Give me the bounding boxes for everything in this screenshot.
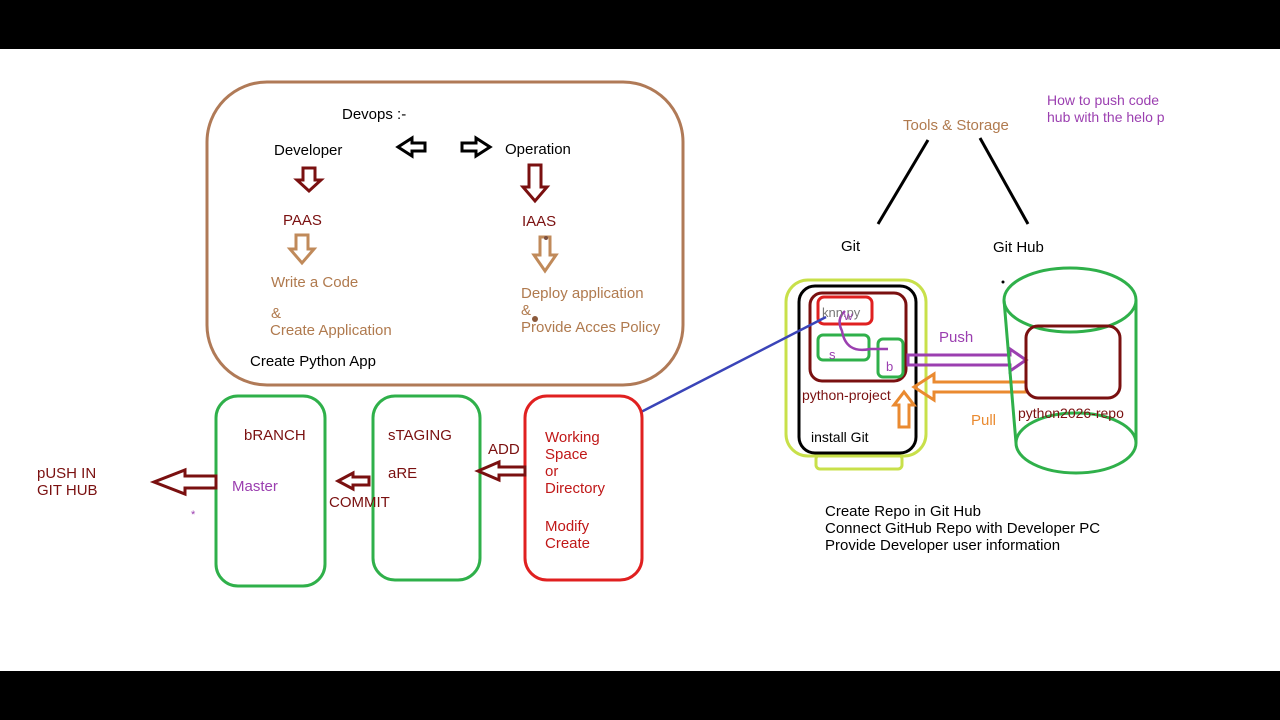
note-line-1: How to push code (1047, 92, 1160, 108)
push-github-arrow (149, 467, 218, 497)
are-label: aRE (388, 465, 418, 482)
dot (1001, 280, 1005, 284)
staging-box (371, 394, 482, 582)
tools-github-line (978, 137, 1030, 225)
step-2: Connect GitHub Repo with Developer PC (825, 520, 1101, 537)
push-github-line-1: pUSH IN (37, 465, 97, 482)
brown-dot-2 (532, 316, 538, 322)
create-python-app-label: Create Python App (250, 353, 376, 370)
note-line-2: hub with the helo p (1047, 109, 1165, 125)
star-mark: * (191, 509, 196, 521)
devops-title: Devops :- (342, 106, 407, 123)
knn-file-box (816, 295, 874, 326)
tools-git-line (876, 139, 930, 225)
w-label: w (844, 309, 853, 323)
working-directory-box (523, 394, 644, 582)
ampersand-1: & (271, 305, 282, 322)
purple-stroke (838, 310, 888, 352)
github-label: Git Hub (993, 239, 1044, 256)
step-3: Provide Developer user information (825, 537, 1061, 554)
knn-file-label: knn.py (822, 305, 861, 320)
project-inner-box (808, 291, 908, 383)
developer-down-arrow (293, 166, 325, 194)
provide-access-label: Provide Acces Policy (521, 319, 661, 336)
iaas-label: IAAS (522, 213, 557, 230)
operation-label: Operation (505, 141, 571, 158)
install-git-base (814, 453, 904, 471)
developer-label: Developer (274, 142, 343, 159)
commit-arrow (334, 470, 371, 492)
devops-box (205, 80, 685, 387)
paas-down-arrow (286, 233, 318, 266)
working-label-2: Space (545, 446, 588, 463)
branch-label: bRANCH (244, 427, 306, 444)
whiteboard-canvas: Devops :- Developer Operation PAAS IAAS … (0, 49, 1280, 671)
pull-label: Pull (971, 412, 997, 429)
commit-label: COMMIT (329, 494, 390, 511)
python-project-label: python-project (802, 387, 891, 403)
push-label: Push (939, 329, 974, 346)
operation-down-arrow (519, 163, 551, 204)
staging-label: sTAGING (388, 427, 452, 444)
cylinder-bottom (1014, 411, 1138, 475)
right-arrow (460, 135, 493, 159)
repo-label: python2026-repo (1018, 405, 1124, 421)
deploy-application-label: Deploy application (521, 285, 644, 302)
repo-box (1024, 324, 1122, 400)
master-label: Master (232, 478, 278, 495)
push-github-line-2: GIT HUB (37, 482, 98, 499)
working-label-1: Working (545, 429, 600, 446)
install-git-label: install Git (811, 429, 869, 445)
step-1: Create Repo in Git Hub (825, 503, 981, 520)
create-label: Create (545, 535, 591, 552)
write-code-label: Write a Code (271, 274, 359, 291)
tools-storage-label: Tools & Storage (903, 117, 1009, 134)
diagram-drawing (149, 80, 1138, 588)
b-box (876, 337, 905, 379)
pull-up-arrow (890, 389, 918, 429)
left-arrow (395, 135, 427, 159)
working-label-4: Directory (545, 480, 606, 497)
git-label: Git (841, 238, 861, 255)
iaas-down-arrow (531, 235, 559, 274)
branch-box (214, 394, 327, 588)
create-application-label: Create Application (270, 322, 392, 339)
b-label: b (886, 359, 894, 374)
brown-dot (544, 236, 548, 240)
python-project-box (797, 284, 918, 455)
ampersand-2: & (521, 302, 532, 319)
modify-label: Modify (545, 518, 590, 535)
add-label: ADD (488, 441, 520, 458)
paas-label: PAAS (283, 212, 322, 229)
s-label: s (829, 347, 836, 362)
blue-connector-line (640, 315, 827, 414)
add-arrow (474, 459, 527, 483)
cylinder-left-side (1002, 299, 1018, 444)
working-label-3: or (545, 463, 559, 480)
cylinder-top (1002, 266, 1138, 334)
